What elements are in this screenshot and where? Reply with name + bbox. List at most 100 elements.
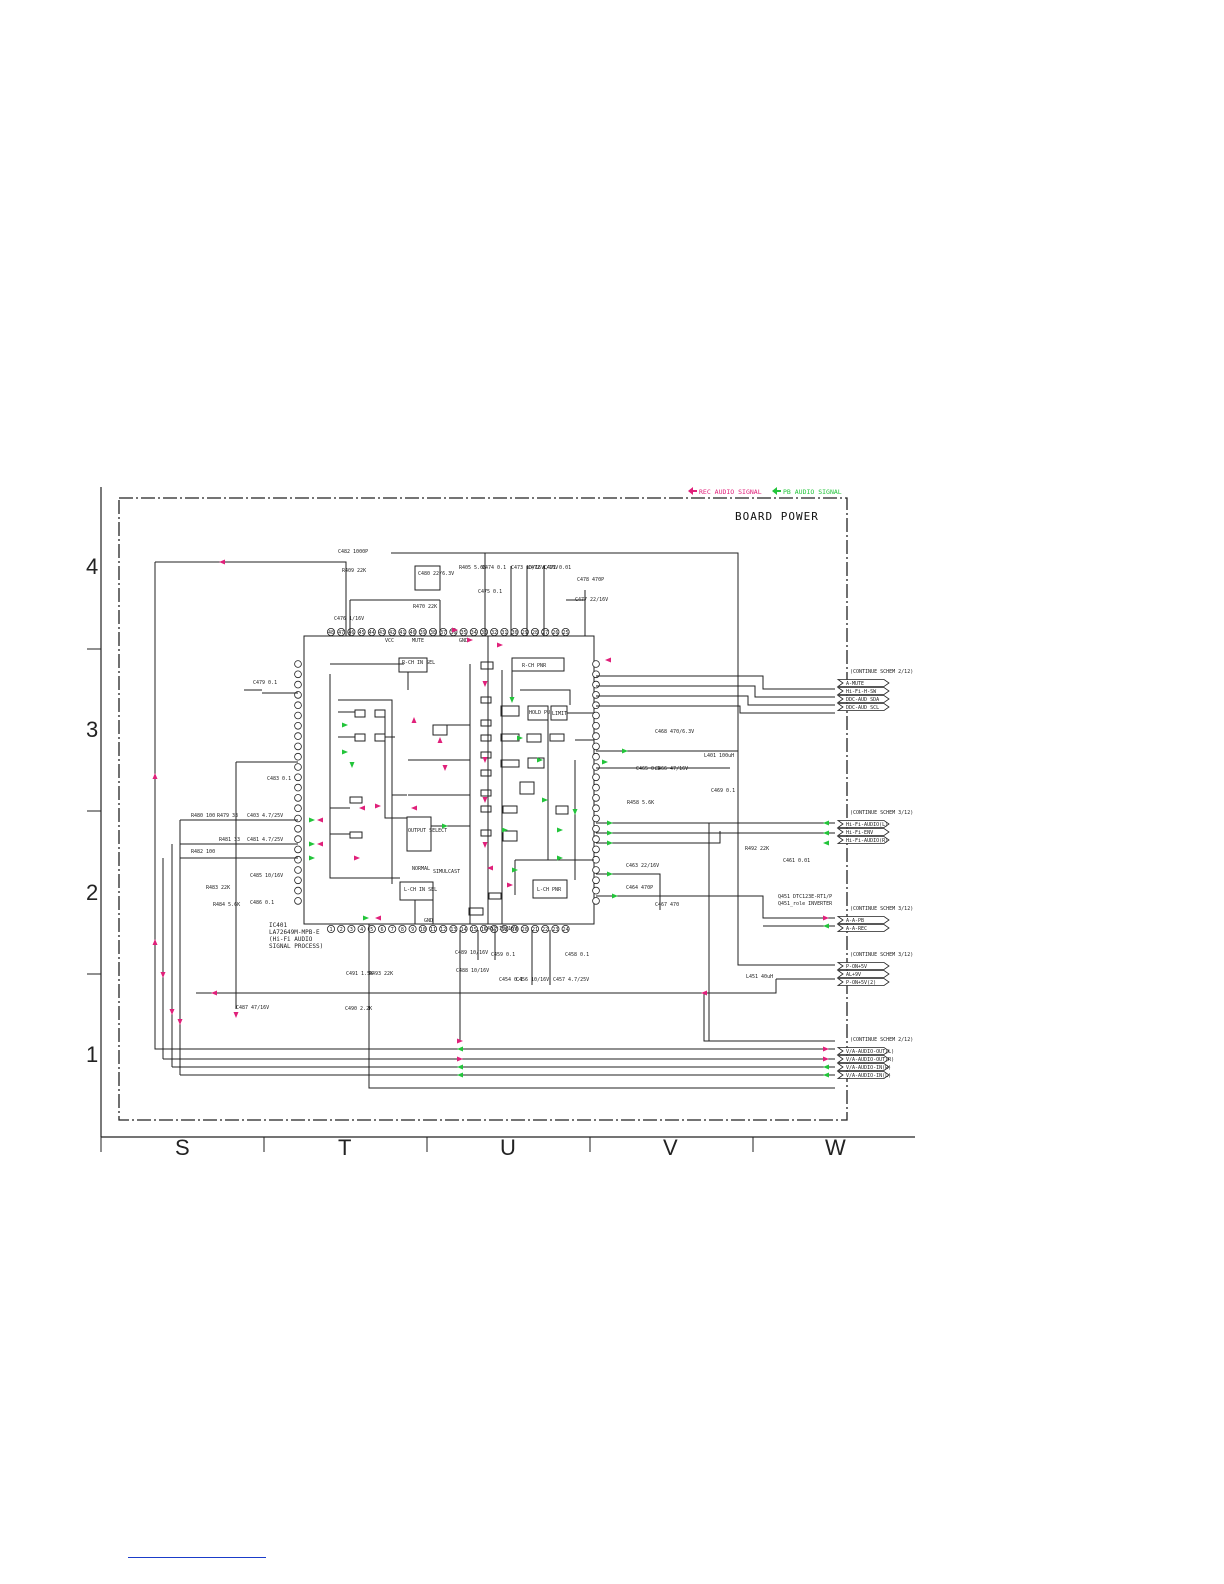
- ic-pin: [541, 925, 550, 934]
- simulcast-label: SIMULCAST: [433, 869, 460, 875]
- label-left-4: C403 4.7/25V: [247, 813, 283, 819]
- label-right-2: C466 47/16V: [655, 766, 688, 772]
- ic-pin: [428, 925, 437, 934]
- wire: [391, 552, 835, 966]
- label-top-6: C473 10/16V: [511, 565, 544, 571]
- ic-pin-number: 29: [522, 630, 528, 636]
- hold-pulse-block: [527, 705, 549, 721]
- gnd-label-top: GND: [459, 638, 468, 644]
- ic-pin-number: 33: [481, 630, 487, 636]
- ic-pin-number: 23: [552, 927, 558, 933]
- signal-arrow-icon: [482, 681, 488, 687]
- ic-pin-number: 37: [440, 630, 446, 636]
- label-right-0: C468 470/6.3V: [655, 729, 694, 735]
- ic-pin: [439, 925, 448, 934]
- ic-pin: [561, 628, 570, 637]
- ic-pin-number: 32: [491, 630, 497, 636]
- signal-arrow-icon: [160, 972, 166, 978]
- ic-pin: [428, 628, 437, 637]
- signal-arrow-icon: [211, 990, 217, 996]
- ic-pin-number: 25: [563, 630, 569, 636]
- ic-pin-number: 17: [491, 927, 497, 933]
- connector-label: V/A-AUDIO-OUT(R): [846, 1057, 894, 1063]
- signal-arrow-icon: [152, 939, 158, 945]
- ic-pin: [398, 925, 407, 934]
- ic-pin-right: [592, 824, 600, 833]
- signal-arrow-icon: [482, 842, 488, 848]
- connector-header: (CONTINUE SCHEM 3/12): [850, 906, 913, 912]
- legend-pb: PB AUDIO SIGNAL: [783, 488, 842, 496]
- ic-pin: [479, 925, 488, 934]
- label-top-0: C482 1000P: [338, 549, 368, 555]
- ic-pin: [459, 925, 468, 934]
- wire: [196, 992, 835, 1042]
- wire: [154, 562, 835, 1050]
- label-top-10: C477 22/16V: [575, 597, 608, 603]
- ic-pin-left: [294, 783, 302, 792]
- connector-tag: [836, 924, 890, 932]
- ic-pin-number: 26: [552, 630, 558, 636]
- internal-trace: [329, 674, 400, 879]
- board-frame: [118, 497, 848, 1121]
- ic-pin-right: [592, 691, 600, 699]
- ic-pin-left: [294, 680, 302, 689]
- ic-pin-number: 12: [440, 927, 446, 933]
- signal-arrow-icon: [507, 882, 513, 888]
- ic-pin: [510, 925, 519, 934]
- ic-pin-number: 44: [369, 630, 375, 636]
- connector-tag: [836, 978, 890, 986]
- ic-pin: [357, 925, 366, 934]
- ic-pin-left: [294, 835, 302, 843]
- ic-pin-number: 47: [338, 630, 344, 636]
- label-top-7: C472 1/16V: [528, 565, 558, 571]
- ic-pin-number: 34: [471, 630, 477, 636]
- ic-pin-number: 39: [420, 630, 426, 636]
- ic-pin-right: [592, 845, 600, 854]
- connector-label: P-ON+5V: [846, 964, 867, 970]
- signal-arrow-icon: [482, 797, 488, 803]
- signal-arrow-icon: [823, 915, 829, 921]
- ic-pin: [490, 925, 499, 934]
- row-label-3: 3: [86, 717, 98, 742]
- ic-pin: [500, 925, 509, 934]
- ic-pin-right: [592, 773, 600, 782]
- label-left-11: R484 5.6K: [213, 902, 240, 908]
- ic-pin-left: [294, 752, 302, 761]
- signal-arrow-icon: [823, 1072, 829, 1078]
- connector-tag: [836, 1071, 890, 1079]
- vcc-label-top: VCC: [385, 638, 394, 644]
- label-left-2: R480 100: [191, 813, 215, 819]
- connector-label: V/A-AUDIO-OUT(L): [846, 1049, 894, 1055]
- label-bottom-10: C459 0.1: [491, 952, 515, 958]
- ic-pin-right: [592, 866, 600, 874]
- label-top-8: C471 0.01: [544, 565, 571, 571]
- ic-pin-number: 20: [522, 927, 528, 933]
- connector-tag: [836, 836, 890, 844]
- ic-pin: [377, 925, 386, 934]
- signal-arrow-icon: [442, 765, 448, 771]
- ic-pin-number: 18: [501, 927, 507, 933]
- signal-arrow-icon: [169, 1009, 175, 1015]
- ic-pin-left: [294, 897, 302, 905]
- ic-pin-left: [294, 742, 302, 751]
- wire: [596, 695, 835, 706]
- connector-label: V/A-AUDIO-IN(R): [846, 1065, 891, 1071]
- ic-pin: [449, 925, 458, 934]
- rch-pnr-label: R-CH PNR: [522, 663, 547, 669]
- ic-pin-number: 15: [471, 927, 477, 933]
- ic-pin-right: [592, 660, 600, 668]
- signal-arrow-icon: [487, 865, 493, 871]
- connector-tag: [836, 1047, 890, 1055]
- label-bottom-1: R493 22K: [369, 971, 393, 977]
- wire: [155, 561, 347, 636]
- ic-pin-number: 38: [430, 630, 436, 636]
- signal-arrow-icon: [411, 717, 417, 723]
- ic-pin-number: 31: [501, 630, 507, 636]
- ic-pin-right: [592, 670, 600, 679]
- gnd-label-bottom: GND: [424, 918, 433, 924]
- label-right-5: C463 22/16V: [626, 863, 659, 869]
- wire: [596, 873, 661, 910]
- wire: [596, 831, 721, 844]
- ic-pin-left: [294, 773, 302, 782]
